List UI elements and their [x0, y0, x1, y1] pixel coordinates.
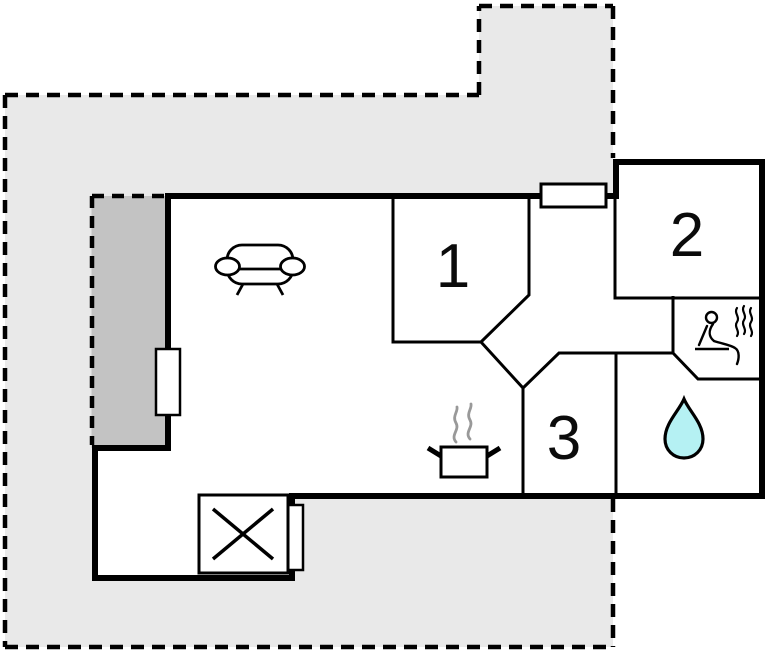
pot-body — [439, 445, 489, 479]
sofa-armrest-right — [279, 256, 306, 277]
crossed-box-icon — [197, 493, 290, 575]
room-2-label: 2 — [670, 201, 704, 270]
sauna-person-arm — [697, 324, 709, 347]
sauna-steam-1 — [734, 306, 740, 338]
sofa-icon — [214, 243, 306, 296]
window-top — [539, 182, 608, 209]
sauna-person-head — [704, 310, 719, 325]
room-3-label: 3 — [547, 404, 581, 473]
wall-hall-room2 — [613, 194, 763, 300]
sauna-icon — [695, 304, 754, 366]
pot-steam-right — [466, 402, 473, 441]
sauna-steam-2 — [741, 304, 747, 336]
pot-steam-left — [452, 405, 459, 444]
sauna-steam-3 — [748, 306, 754, 338]
sofa-armrest-left — [214, 256, 241, 277]
interior-walls — [391, 194, 763, 497]
sofa-leg-right — [275, 283, 285, 296]
window-left — [154, 347, 182, 417]
crossed-box-diag-2 — [211, 507, 275, 561]
wall-sauna-bottom — [671, 351, 763, 381]
pot-handle-left — [426, 445, 443, 459]
sauna-person-torso — [708, 322, 716, 343]
sauna-person-leg — [712, 339, 740, 366]
terrace-dashed-edges — [89, 193, 164, 445]
room-1-label: 1 — [436, 232, 470, 301]
water-drop-icon — [663, 394, 705, 460]
cooking-pot-icon — [426, 402, 502, 479]
sofa-leg-left — [235, 283, 245, 296]
lot-boundary-dashed — [2, 3, 616, 650]
pot-handle-right — [485, 445, 502, 459]
wall-hall-right-diagonal — [521, 351, 673, 390]
